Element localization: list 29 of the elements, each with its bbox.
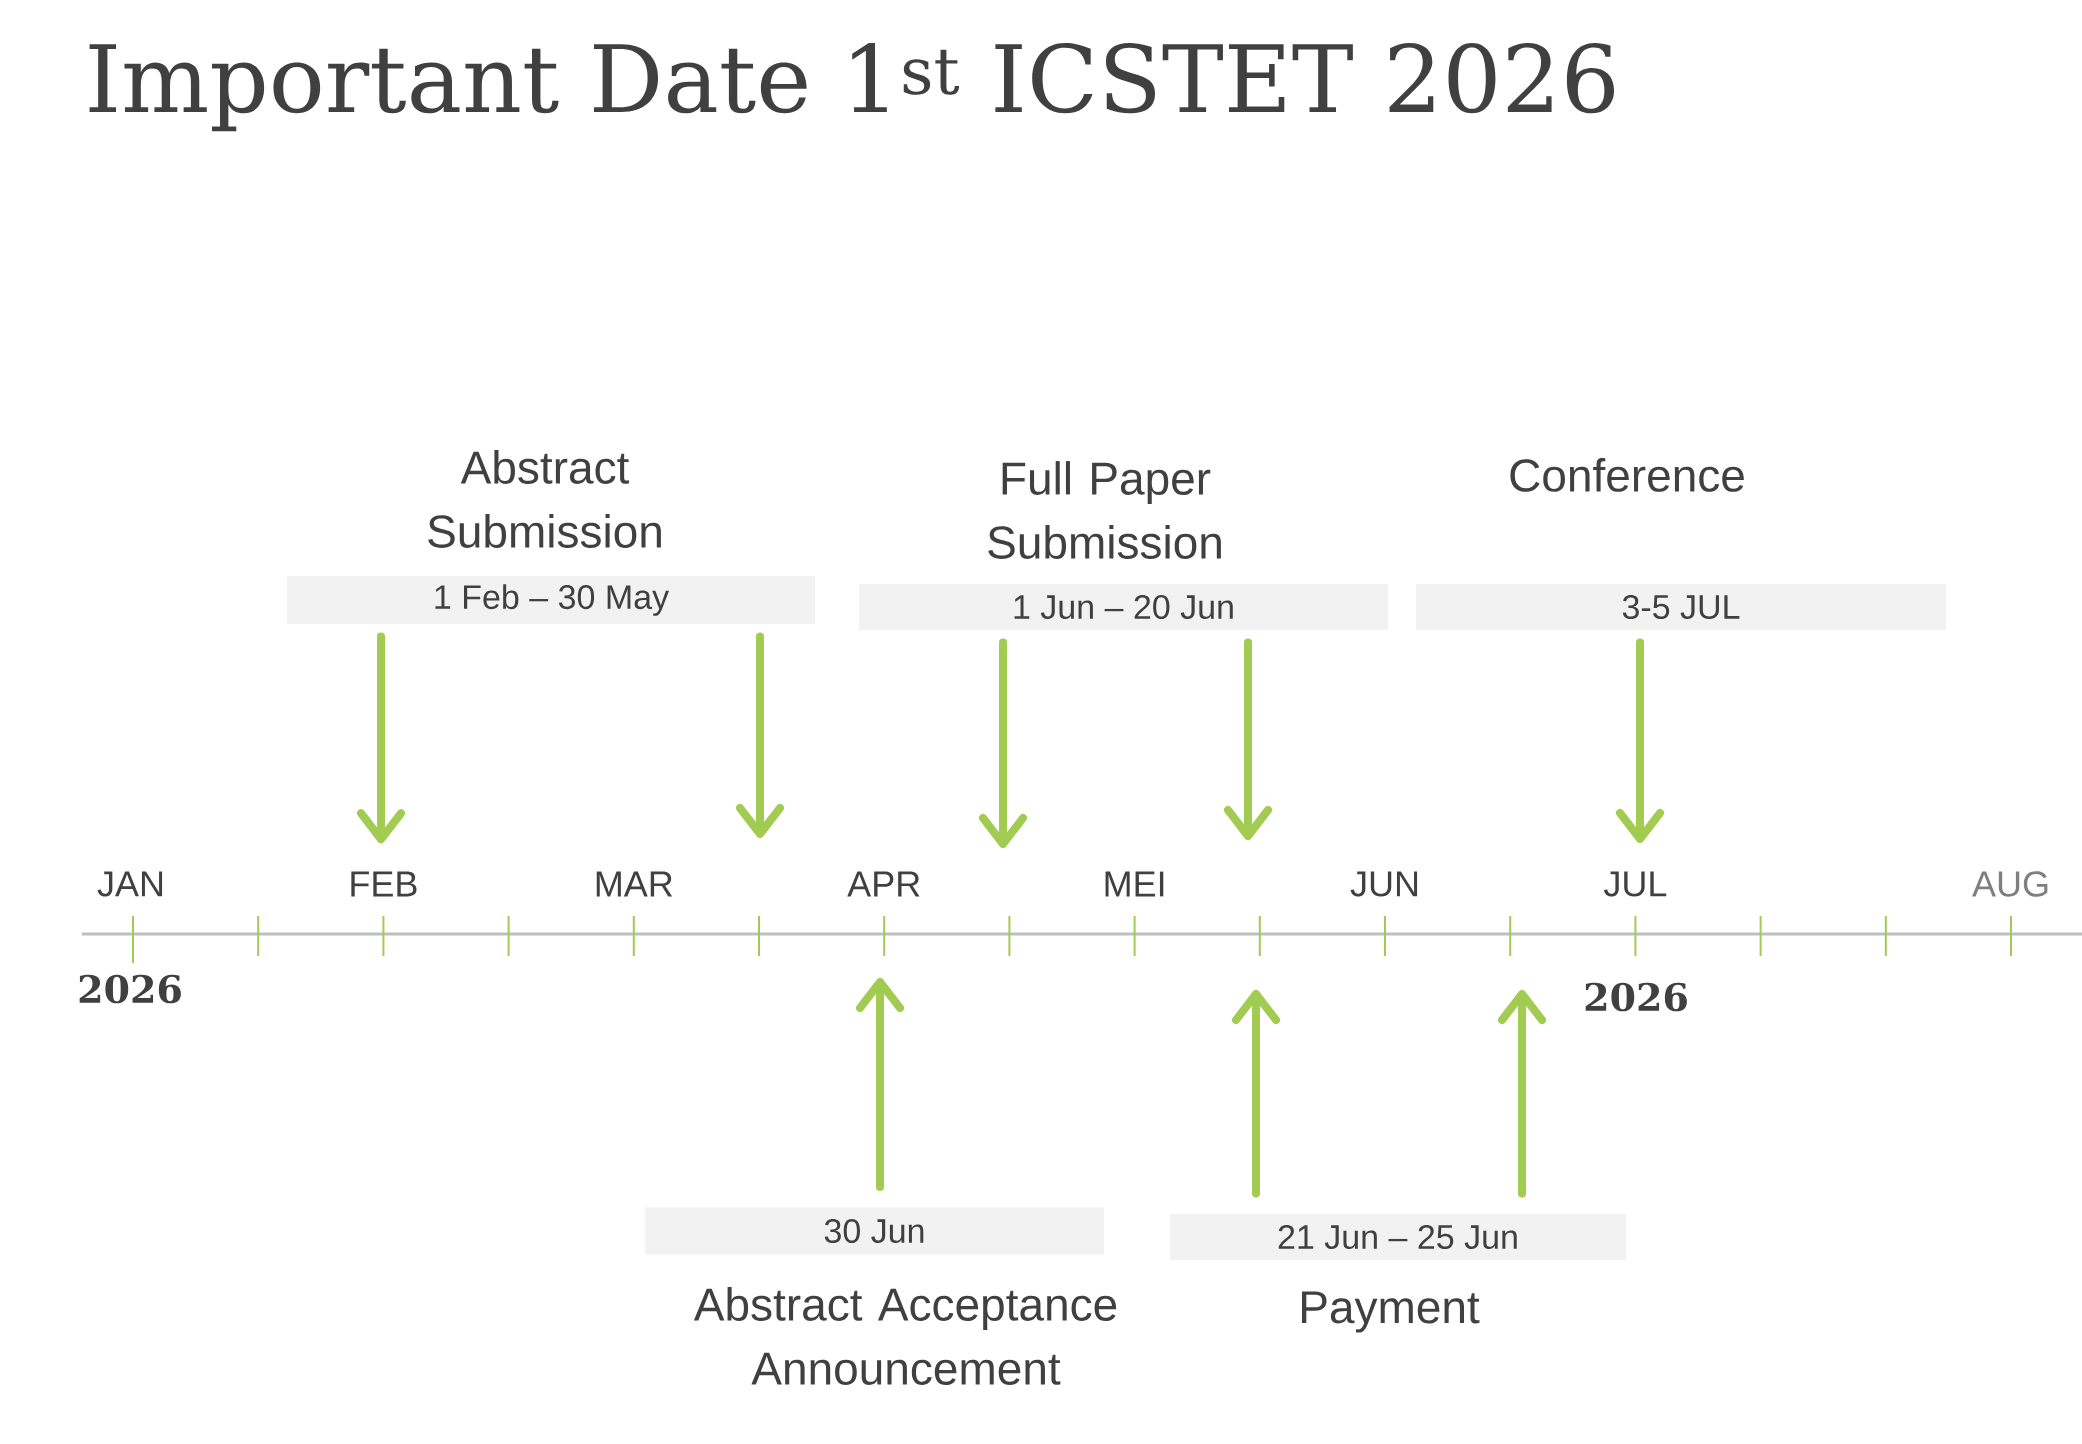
event-heading: Payment <box>1302 1291 1480 1333</box>
title: Important Date 1$^{st}$ ICSTET 2026 <box>89 42 1614 132</box>
arrow <box>1616 638 1664 844</box>
month-label: APR <box>847 871 920 897</box>
date-band: 1 Feb – 30 May <box>287 576 815 624</box>
date-band: 3-5 JUL <box>1416 584 1946 630</box>
arrow <box>979 638 1027 848</box>
arrow <box>736 632 784 838</box>
arrow <box>1232 990 1280 1198</box>
event-heading: Abstract Acceptance Announcement <box>693 1287 1117 1385</box>
event-heading: Full Paper Submission <box>988 461 1221 559</box>
month-label: JUN <box>1350 871 1418 897</box>
month-label: JAN <box>97 871 163 897</box>
month-label: JUL <box>1603 871 1667 897</box>
month-label: AUG <box>1972 871 2048 897</box>
arrow <box>1498 990 1546 1198</box>
date-band: 30 Jun <box>645 1207 1104 1255</box>
date-band: 21 Jun – 25 Jun <box>1170 1214 1626 1260</box>
date-band: 1 Jun – 20 Jun <box>859 584 1388 630</box>
event-heading: Abstract Submission <box>428 450 661 548</box>
event-heading: Conference <box>1510 458 1744 492</box>
month-label: FEB <box>351 871 417 897</box>
month-label: MAR <box>596 871 673 897</box>
arrow <box>856 978 904 1192</box>
year-label: 2026 <box>79 974 181 1004</box>
year-label: 2026 <box>1585 982 1687 1012</box>
month-label: MEI <box>1105 871 1164 897</box>
arrow <box>357 632 405 844</box>
arrow <box>1224 638 1272 840</box>
